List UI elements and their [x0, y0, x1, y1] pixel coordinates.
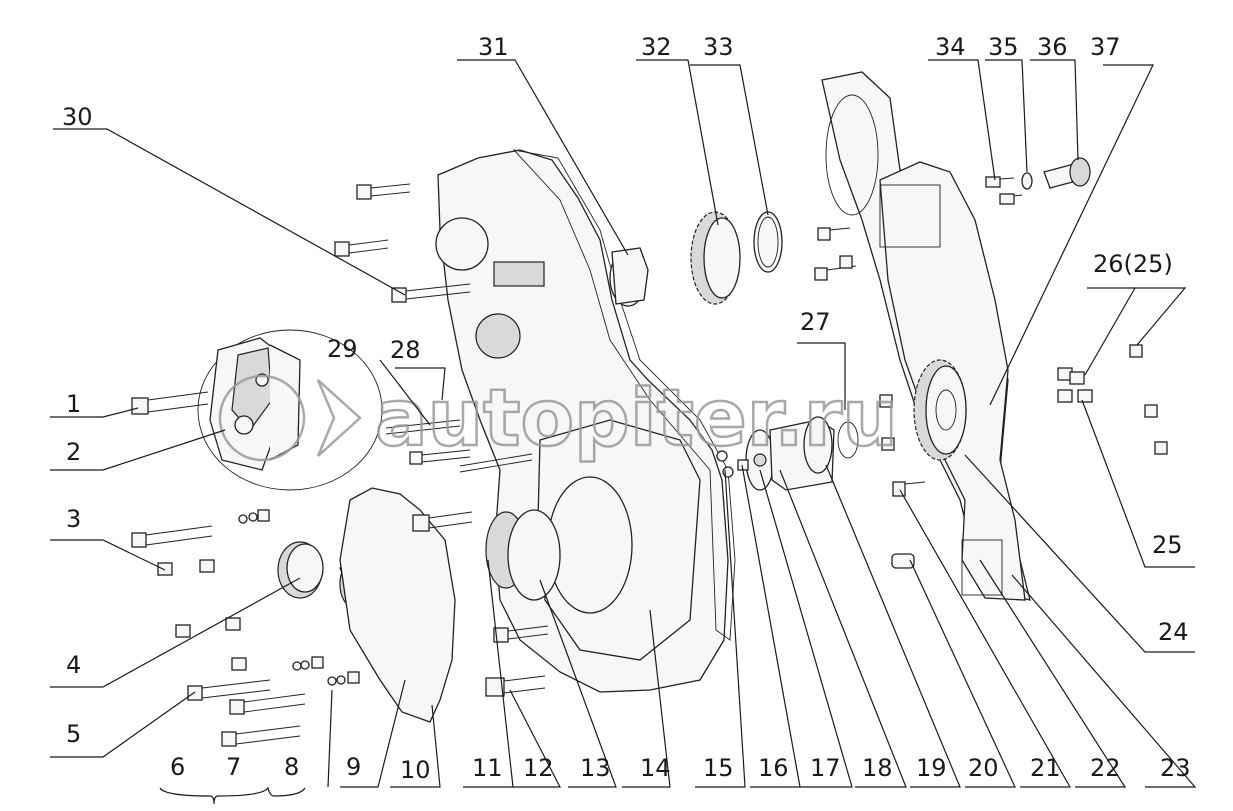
label-26: 26(25) [1093, 250, 1173, 278]
pump-assembly [197, 329, 383, 491]
bolts-right [814, 157, 1168, 569]
idler-gear-32 [690, 211, 741, 305]
label-19: 19 [916, 754, 947, 782]
label-4: 4 [66, 651, 81, 679]
label-28: 28 [390, 336, 421, 364]
label-30: 30 [62, 103, 93, 131]
label-33: 33 [703, 33, 734, 61]
seal-12 [507, 509, 561, 601]
label-20: 20 [968, 754, 999, 782]
label-36: 36 [1037, 33, 1068, 61]
label-1: 1 [66, 390, 81, 418]
label-13: 13 [580, 754, 611, 782]
housing-gasket [512, 149, 736, 641]
label-11: 11 [472, 754, 503, 782]
label-5: 5 [66, 720, 81, 748]
label-27: 27 [800, 308, 831, 336]
label-15: 15 [703, 754, 734, 782]
label-16: 16 [758, 754, 789, 782]
label-2: 2 [66, 438, 81, 466]
label-10: 10 [400, 756, 431, 784]
label-6: 6 [170, 753, 185, 781]
parts-drawing [131, 71, 1168, 747]
label-21: 21 [1030, 754, 1061, 782]
idler-shaft-assembly [716, 416, 859, 491]
label-18: 18 [862, 754, 893, 782]
label-22: 22 [1090, 754, 1121, 782]
label-35: 35 [988, 33, 1019, 61]
label-12: 12 [523, 754, 554, 782]
crank-gear-24 [913, 359, 967, 461]
watermark: autopiter.ru [218, 373, 899, 465]
label-34: 34 [935, 33, 966, 61]
callout-labels: 30 31 32 33 34 35 36 37 26(25) 27 28 29 … [62, 33, 1191, 784]
label-7: 7 [226, 753, 241, 781]
label-14: 14 [640, 754, 671, 782]
housing-bolts [334, 183, 549, 697]
label-31: 31 [478, 33, 509, 61]
watermark-arrow-icon [316, 379, 362, 457]
label-25: 25 [1152, 531, 1183, 559]
label-29: 29 [327, 335, 358, 363]
label-8: 8 [284, 753, 299, 781]
label-37: 37 [1090, 33, 1121, 61]
bolts-left [131, 391, 360, 747]
label-32: 32 [641, 33, 672, 61]
watermark-text: autopiter.ru [375, 374, 898, 464]
hub-31 [609, 247, 649, 307]
leader-lines [50, 59, 1197, 805]
label-9: 9 [346, 753, 361, 781]
watermark-circle-icon [218, 374, 306, 462]
label-3: 3 [66, 505, 81, 533]
label-23: 23 [1160, 754, 1191, 782]
label-24: 24 [1158, 618, 1189, 646]
front-cover-plate [339, 487, 456, 723]
label-17: 17 [810, 754, 841, 782]
